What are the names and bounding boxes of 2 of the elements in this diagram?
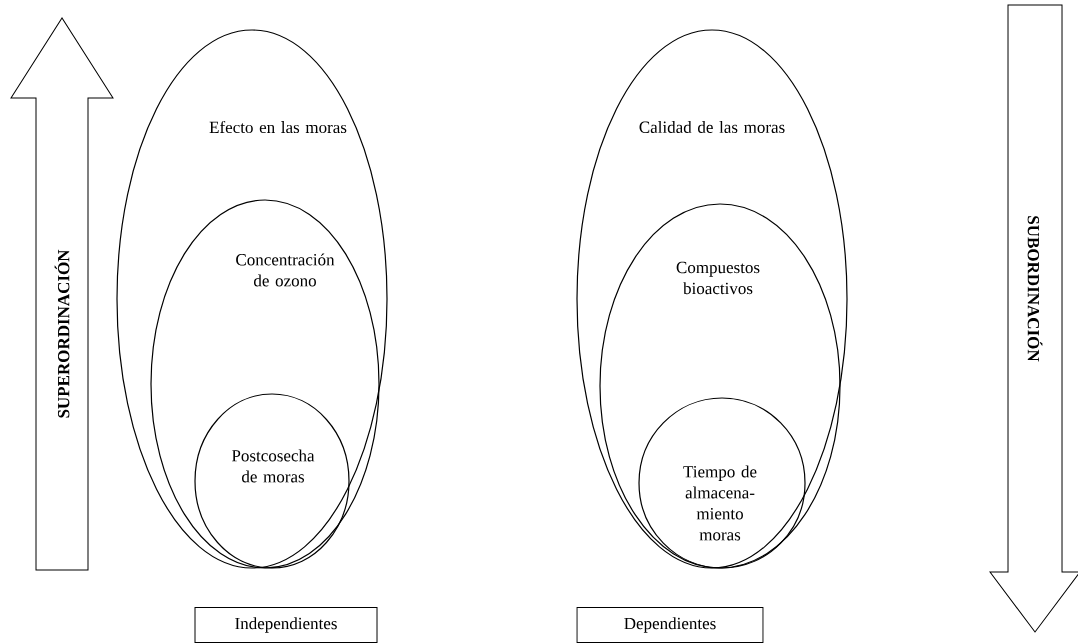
label-box: Dependientes bbox=[576, 607, 764, 643]
label-box: Independientes bbox=[194, 607, 378, 643]
